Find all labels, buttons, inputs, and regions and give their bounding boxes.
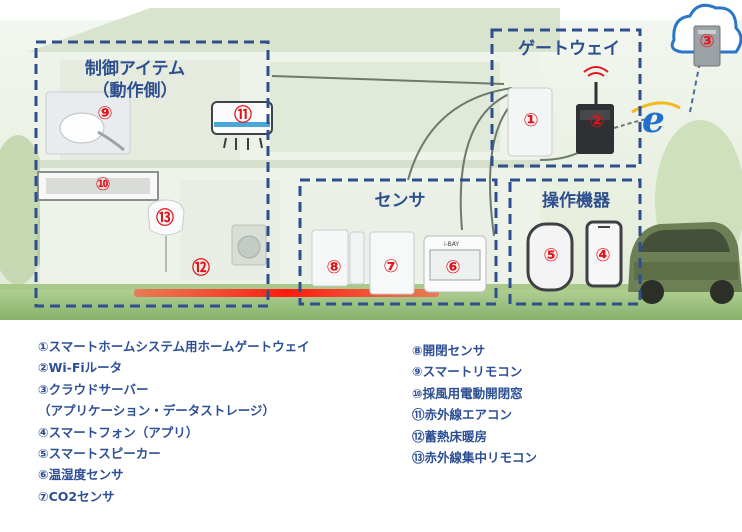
temp-humidity-sensor-image — [423, 235, 487, 293]
marker-8: ⑧ — [326, 257, 342, 278]
ir-remote-image — [147, 199, 185, 272]
legend-item: ④スマートフォン（アプリ） — [38, 424, 199, 440]
marker-1: ① — [523, 110, 539, 131]
floor-heating-bar — [134, 289, 439, 297]
legend-item: ③クラウドサーバー — [38, 381, 149, 397]
legend-item: ⑥温湿度センサ — [38, 467, 124, 483]
legend-item: ⑩採風用電動開閉窓 — [412, 385, 523, 401]
marker-13: ⑬ — [156, 208, 174, 229]
legend-item: ①スマートホームシステム用ホームゲートウェイ — [38, 339, 310, 354]
house-scene: e i-BAY — [0, 3, 742, 320]
legend-item: ⑪赤外線エアコン — [412, 407, 513, 423]
gateway-title: ゲートウェイ — [518, 39, 620, 59]
legend-item: （アプリケーション・データストレージ） — [38, 403, 276, 419]
marker-4: ④ — [595, 245, 611, 266]
smart-remote-image — [45, 91, 131, 155]
sensor-title: センサ — [374, 191, 426, 211]
home-gateway-image — [507, 87, 553, 157]
operation-devices-frame — [508, 178, 642, 306]
legend-item: ⑦CO2センサ — [38, 488, 115, 504]
sensor-frame — [298, 178, 498, 306]
air-conditioner-image — [211, 101, 273, 150]
legend-item: ⑬赤外線集中リモコン — [412, 450, 538, 466]
marker-6: ⑥ — [445, 257, 461, 278]
marker-10: ⑩ — [95, 174, 111, 195]
marker-5: ⑤ — [543, 245, 559, 266]
legend-item: ⑧開閉センサ — [412, 343, 486, 358]
electric-window-image — [37, 171, 159, 201]
smartphone-image — [585, 220, 623, 288]
legend-right: ⑧開閉センサ ⑨スマートリモコン ⑩採風用電動開閉窓 ⑪赤外線エアコン ⑫蓄熱床… — [412, 340, 537, 468]
legend-item: ⑤スマートスピーカー — [38, 446, 161, 462]
marker-2: ② — [589, 111, 605, 132]
legend-item: ⑨スマートリモコン — [412, 364, 523, 380]
operation-devices-title: 操作機器 — [542, 191, 610, 211]
wifi-router-image — [576, 66, 614, 154]
smart-speaker-image — [526, 222, 574, 292]
marker-11: ⑪ — [234, 105, 252, 126]
control-items-frame — [34, 40, 270, 308]
marker-7: ⑦ — [383, 256, 399, 277]
legend-item: ②Wi-Fiルータ — [38, 360, 123, 376]
legend-left: ①スマートホームシステム用ホームゲートウェイ ②Wi-Fiルータ ③クラウドサー… — [38, 336, 310, 507]
control-items-title: 制御アイテム （動作側） — [84, 59, 186, 101]
marker-9: ⑨ — [97, 103, 113, 124]
cloud-server-image — [670, 3, 742, 67]
legend-item: ⑫蓄熱床暖房 — [412, 428, 488, 444]
gateway-frame — [490, 28, 642, 168]
door-sensor-image — [311, 229, 365, 287]
group-frames — [34, 28, 642, 308]
car-image — [628, 222, 742, 304]
ie-logo-icon: e — [642, 99, 665, 141]
marker-3: ③ — [699, 31, 715, 52]
sensor-brand-text: i-BAY — [444, 241, 459, 248]
co2-sensor-image — [369, 231, 415, 295]
marker-12: ⑫ — [192, 258, 210, 279]
